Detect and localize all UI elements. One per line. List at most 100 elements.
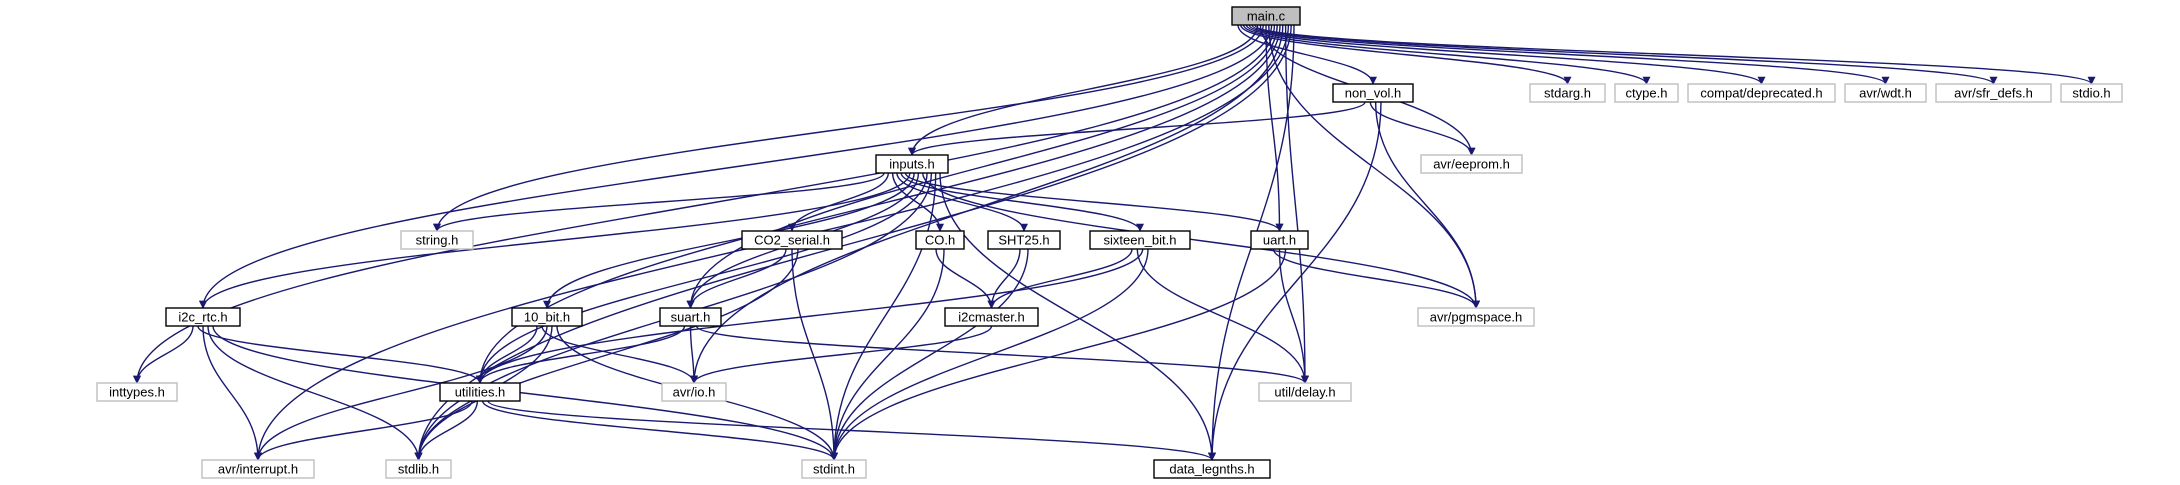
node-box-ten-bit-h — [511, 307, 583, 327]
node-label-stdlib-h: stdlib.h — [398, 462, 439, 477]
edge-non-vol-h-to-inputs-h — [908, 101, 1366, 156]
node-label-i2c-rtc-h: i2c_rtc.h — [178, 310, 227, 325]
edge-co-h-to-stdint-h — [830, 248, 945, 461]
node-util-delay-h: util/delay.h — [1258, 382, 1352, 402]
edge-utilities-h-to-stdlib-h — [414, 400, 479, 461]
edge-suart-h-to-util-delay-h — [695, 325, 1309, 384]
node-box-avr-eeprom-h — [1420, 154, 1523, 174]
edge-i2cmaster-h-to-avr-io-h — [690, 325, 993, 384]
edge-ten-bit-h-to-utilities-h — [476, 325, 538, 384]
edge-suart-h-to-avr-io-h — [689, 325, 698, 384]
edge-main-c-to-stdio-h — [1254, 24, 2096, 85]
node-avr-interrupt-h: avr/interrupt.h — [201, 459, 315, 479]
node-box-i2c-rtc-h — [165, 307, 241, 327]
edge-main-c-to-uart-h — [1265, 24, 1284, 232]
edge-inputs-h-to-sht25-h — [896, 172, 1028, 232]
nodes-layer: main.c non_vol.h stdarg.h ctype.h compat/dep… — [96, 6, 2123, 479]
edge-inputs-h-to-co-h — [891, 172, 944, 232]
node-data-legnths-h[interactable]: data_legnths.h — [1153, 459, 1271, 479]
node-label-string-h: string.h — [416, 233, 459, 248]
edge-sht25-h-to-i2cmaster-h — [987, 248, 1021, 309]
edge-uart-h-to-util-delay-h — [1278, 248, 1309, 384]
edge-co2-serial-h-to-stdint-h — [791, 248, 838, 461]
edge-i2c-rtc-h-to-inttypes-h — [133, 325, 194, 384]
node-box-avr-interrupt-h — [201, 459, 315, 479]
node-ten-bit-h[interactable]: 10_bit.h — [511, 307, 583, 327]
node-box-avr-sfr-defs-h — [1935, 83, 2052, 103]
node-box-uart-h — [1250, 230, 1309, 250]
node-suart-h[interactable]: suart.h — [659, 307, 722, 327]
edge-main-c-to-stdlib-h — [414, 24, 1292, 461]
node-box-sixteen-bit-h — [1089, 230, 1191, 250]
node-co2-serial-h[interactable]: CO2_serial.h — [741, 230, 843, 250]
node-co-h[interactable]: CO.h — [915, 230, 965, 250]
edge-uart-h-to-avr-pgmspace-h — [1272, 248, 1480, 309]
node-label-avr-interrupt-h: avr/interrupt.h — [218, 462, 298, 477]
node-stdarg-h: stdarg.h — [1529, 83, 1606, 103]
node-compat-deprecated-h: compat/deprecated.h — [1687, 83, 1836, 103]
edge-utilities-h-to-avr-interrupt-h — [254, 400, 473, 461]
node-box-non-vol-h — [1332, 83, 1414, 103]
edge-i2c-rtc-h-to-avr-interrupt-h — [202, 325, 262, 461]
edge-i2c-rtc-h-to-stdint-h — [212, 325, 838, 461]
node-label-util-delay-h: util/delay.h — [1274, 385, 1335, 400]
node-label-sht25-h: SHT25.h — [998, 233, 1049, 248]
edge-suart-h-to-utilities-h — [476, 325, 686, 384]
node-i2c-rtc-h[interactable]: i2c_rtc.h — [165, 307, 241, 327]
node-box-co2-serial-h — [741, 230, 843, 250]
edge-uart-h-to-stdint-h — [830, 248, 1287, 461]
node-label-co-h: CO.h — [925, 233, 955, 248]
node-non-vol-h[interactable]: non_vol.h — [1332, 83, 1414, 103]
edge-utilities-h-to-stdint-h — [481, 400, 838, 461]
edge-non-vol-h-to-avr-eeprom-h — [1369, 101, 1476, 156]
edge-inputs-h-to-data-legnths-h — [939, 172, 1216, 461]
node-main-c[interactable]: main.c — [1231, 6, 1301, 26]
edge-inputs-h-to-uart-h — [904, 172, 1284, 232]
edge-inputs-h-to-ten-bit-h — [543, 172, 915, 309]
node-box-string-h — [400, 230, 474, 250]
edge-ten-bit-h-to-avr-io-h — [541, 325, 698, 384]
node-label-avr-pgmspace-h: avr/pgmspace.h — [1430, 310, 1523, 325]
node-sixteen-bit-h[interactable]: sixteen_bit.h — [1089, 230, 1191, 250]
edge-co-h-to-i2cmaster-h — [935, 248, 996, 309]
edge-main-c-to-compat-deprecated-h — [1245, 24, 1766, 85]
node-box-co-h — [915, 230, 965, 250]
edge-main-c-to-suart-h — [686, 24, 1278, 309]
node-label-non-vol-h: non_vol.h — [1345, 86, 1401, 101]
node-box-avr-pgmspace-h — [1417, 307, 1535, 327]
node-ctype-h: ctype.h — [1614, 83, 1679, 103]
edge-main-c-to-util-delay-h — [1284, 24, 1309, 384]
node-box-compat-deprecated-h — [1687, 83, 1836, 103]
node-label-ten-bit-h: 10_bit.h — [524, 310, 570, 325]
edge-sixteen-bit-h-to-i2cmaster-h — [987, 248, 1133, 309]
edge-main-c-to-avr-wdt-h — [1248, 24, 1890, 85]
node-sht25-h[interactable]: SHT25.h — [987, 230, 1061, 250]
edge-inputs-h-to-utilities-h — [476, 172, 928, 384]
node-label-stdarg-h: stdarg.h — [1544, 86, 1591, 101]
node-i2cmaster-h[interactable]: i2cmaster.h — [944, 307, 1039, 327]
edge-inputs-h-to-avr-pgmspace-h — [922, 172, 1480, 309]
edge-main-c-to-avr-sfr-defs-h — [1251, 24, 1998, 85]
node-utilities-h[interactable]: utilities.h — [439, 382, 521, 402]
node-label-avr-io-h: avr/io.h — [673, 385, 716, 400]
node-label-sixteen-bit-h: sixteen_bit.h — [1104, 233, 1177, 248]
node-uart-h[interactable]: uart.h — [1250, 230, 1309, 250]
node-box-data-legnths-h — [1153, 459, 1271, 479]
node-label-avr-wdt-h: avr/wdt.h — [1859, 86, 1912, 101]
node-string-h: string.h — [400, 230, 474, 250]
edge-non-vol-h-to-data-legnths-h — [1208, 101, 1382, 461]
node-label-i2cmaster-h: i2cmaster.h — [958, 310, 1024, 325]
node-stdlib-h: stdlib.h — [385, 459, 452, 479]
edge-sht25-h-to-stdint-h — [830, 248, 1029, 461]
node-label-stdio-h: stdio.h — [2072, 86, 2110, 101]
node-stdio-h: stdio.h — [2060, 83, 2123, 103]
node-avr-sfr-defs-h: avr/sfr_defs.h — [1935, 83, 2052, 103]
edge-utilities-h-to-data-legnths-h — [487, 400, 1216, 461]
node-box-ctype-h — [1614, 83, 1679, 103]
node-label-ctype-h: ctype.h — [1626, 86, 1668, 101]
node-label-avr-eeprom-h: avr/eeprom.h — [1433, 157, 1510, 172]
node-box-util-delay-h — [1258, 382, 1352, 402]
edge-inputs-h-to-string-h — [433, 172, 885, 232]
node-inputs-h[interactable]: inputs.h — [875, 154, 949, 174]
node-label-avr-sfr-defs-h: avr/sfr_defs.h — [1954, 86, 2033, 101]
